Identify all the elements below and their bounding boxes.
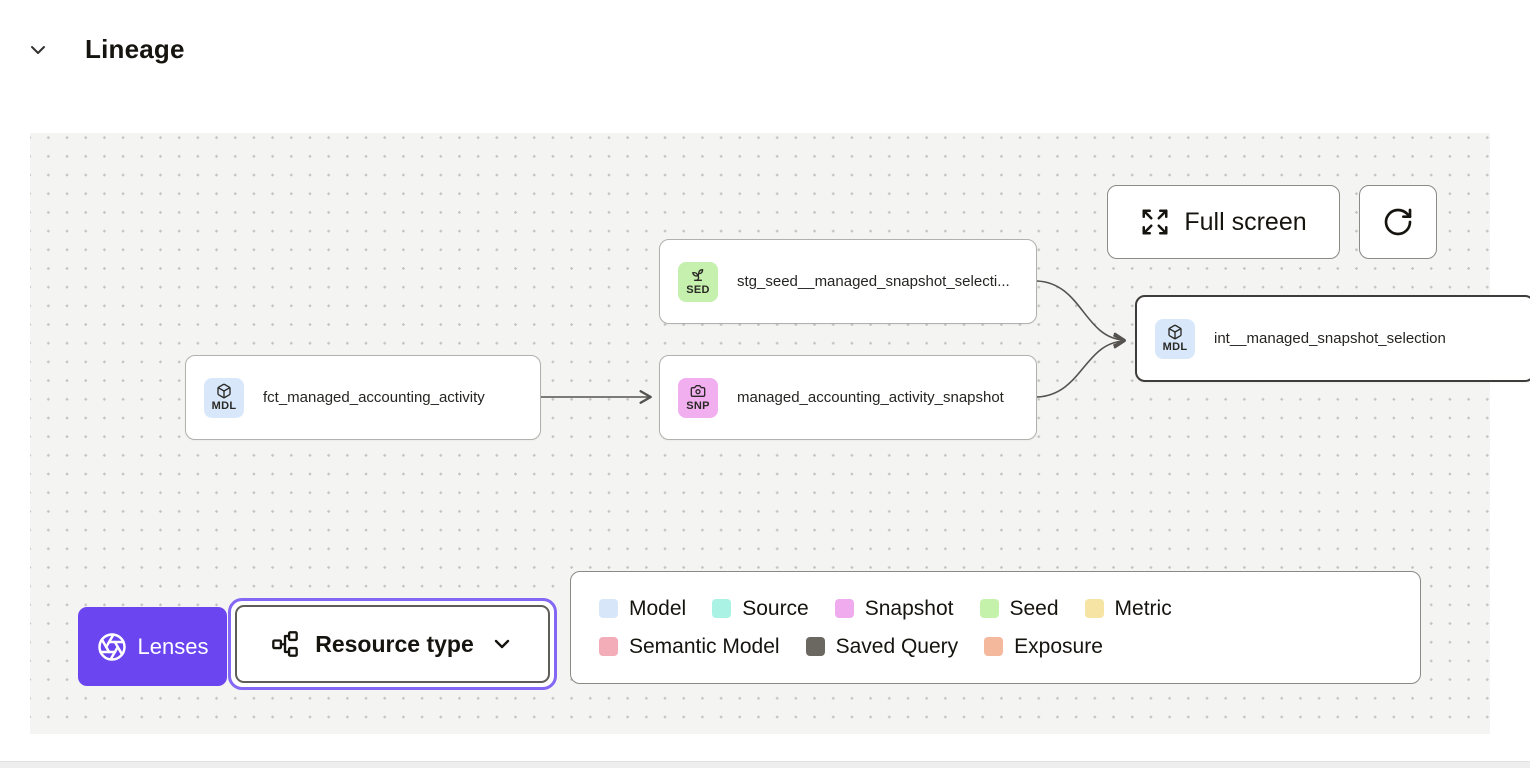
lineage-header: Lineage: [0, 0, 1530, 100]
node-label: stg_seed__managed_snapshot_selecti...: [737, 273, 1010, 290]
refresh-icon: [1382, 206, 1414, 238]
edge-snapshot-to-int: [1036, 334, 1126, 398]
legend-label: Saved Query: [835, 634, 959, 658]
chevron-down-icon: [490, 632, 514, 656]
chevron-down-icon: [26, 38, 50, 62]
collapse-section-button[interactable]: [26, 38, 50, 62]
model-badge: MDL: [204, 377, 244, 418]
node-label: managed_accounting_activity_snapshot: [737, 389, 1004, 406]
resource-type-label: Resource type: [315, 630, 474, 657]
badge-label: MDL: [1162, 341, 1188, 353]
lenses-label: Lenses: [137, 633, 209, 659]
expand-icon: [1140, 207, 1170, 237]
legend-swatch: [805, 637, 825, 656]
badge-label: MDL: [211, 400, 237, 412]
badge-label: SED: [686, 284, 710, 296]
legend-swatch: [984, 637, 1004, 656]
legend-swatch: [599, 637, 618, 656]
node-label: int__managed_snapshot_selection: [1214, 330, 1446, 347]
legend-row: Model Source Snapshot Seed Metric: [599, 597, 1420, 621]
node-fct-managed-accounting-activity[interactable]: MDL fct_managed_accounting_activity: [185, 355, 541, 440]
bottom-divider-strip: [0, 761, 1530, 768]
cube-icon: [1167, 324, 1183, 340]
legend-label: Seed: [1009, 596, 1059, 620]
aperture-icon: [97, 632, 127, 662]
edge-seed-to-int: [1036, 280, 1126, 347]
legend-swatch: [979, 599, 999, 618]
snapshot-badge: SNP: [678, 377, 718, 418]
legend-swatch: [712, 599, 732, 618]
resource-type-select[interactable]: Resource type: [235, 605, 550, 683]
node-label: fct_managed_accounting_activity: [263, 389, 485, 406]
legend-label: Snapshot: [864, 596, 954, 620]
cube-icon: [216, 383, 232, 399]
seed-badge: SED: [678, 261, 718, 302]
legend-item: Source: [712, 597, 809, 621]
legend-label: Model: [629, 596, 687, 620]
node-managed-accounting-activity-snapshot[interactable]: SNP managed_accounting_activity_snapshot: [659, 355, 1037, 440]
camera-icon: [690, 383, 706, 399]
node-stg-seed-managed-snapshot-selection[interactable]: SED stg_seed__managed_snapshot_selecti..…: [659, 239, 1037, 324]
page-title: Lineage: [85, 34, 185, 64]
legend-item: Model: [599, 597, 686, 621]
legend-label: Exposure: [1014, 634, 1103, 658]
legend-label: Source: [742, 596, 809, 620]
sprout-icon: [690, 267, 706, 283]
lineage-canvas[interactable]: Full screen SED stg_seed__managed_snapsh…: [30, 133, 1530, 734]
legend-item: Metric: [1084, 596, 1172, 621]
resource-type-focus-ring: Resource type: [228, 598, 557, 690]
model-badge: MDL: [1155, 318, 1195, 359]
node-int-managed-snapshot-selection[interactable]: MDL int__managed_snapshot_selection: [1135, 295, 1530, 382]
legend-label: Metric: [1114, 596, 1172, 620]
legend-item: Seed: [979, 596, 1059, 621]
full-screen-label: Full screen: [1184, 207, 1307, 236]
refresh-button[interactable]: [1359, 185, 1437, 259]
legend-label: Semantic Model: [629, 634, 780, 658]
legend-item: Exposure: [984, 635, 1103, 659]
legend-item: Snapshot: [834, 596, 954, 621]
legend-swatch: [834, 599, 854, 618]
resource-type-icon: [271, 630, 299, 658]
badge-label: SNP: [686, 400, 710, 412]
lenses-button[interactable]: Lenses: [78, 607, 227, 686]
legend-row: Semantic Model Saved Query Exposure: [599, 635, 1420, 659]
legend-item: Semantic Model: [599, 635, 780, 659]
legend-swatch: [1084, 599, 1104, 618]
legend-swatch: [599, 599, 618, 618]
resource-type-legend: Model Source Snapshot Seed Metric Semantic M…: [570, 571, 1421, 684]
full-screen-button[interactable]: Full screen: [1107, 185, 1340, 259]
legend-item: Saved Query: [805, 634, 959, 659]
